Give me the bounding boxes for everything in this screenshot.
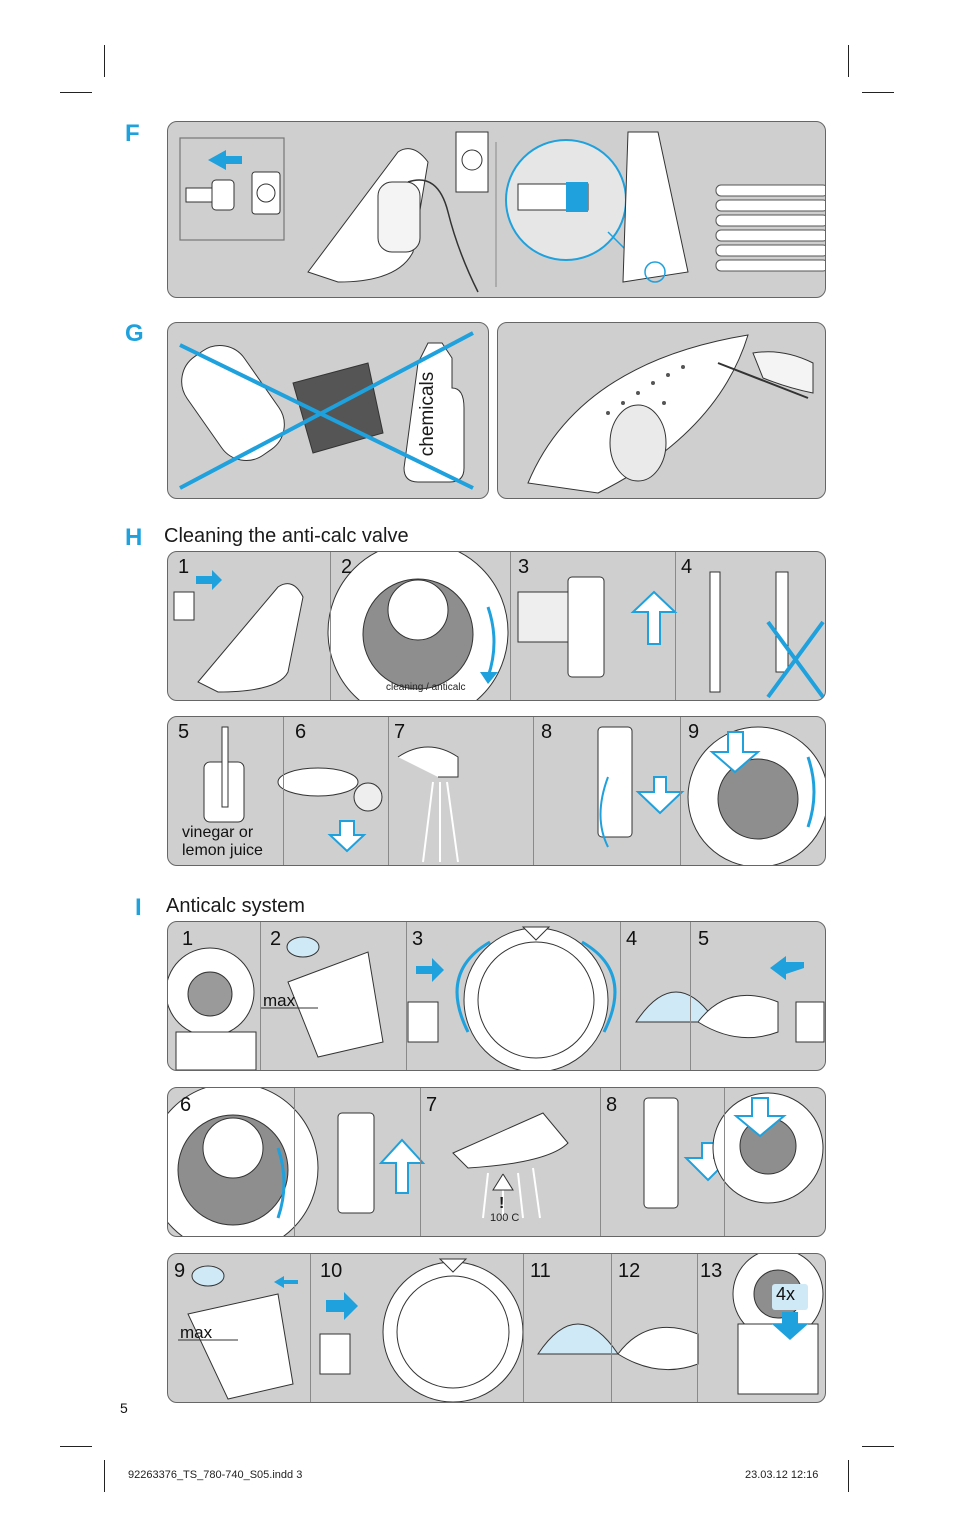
- section-g-letter: G: [125, 320, 144, 347]
- section-g-panel-left: chemicals: [167, 322, 489, 499]
- socket-icon: [455, 131, 489, 193]
- i-step-3: 3: [412, 928, 424, 950]
- crop-mark: [104, 45, 105, 77]
- i-step-1: 1: [182, 928, 194, 950]
- section-g-panel-right: [497, 322, 826, 499]
- anticalc-system-row1: [168, 926, 825, 1070]
- section-h-row2: 5 6 7 8 9 vinegar or lemon juice: [167, 716, 826, 866]
- no-chemicals-illustration: [179, 331, 474, 490]
- footer-file: 92263376_TS_780-740_S05.indd 3: [128, 1469, 303, 1481]
- arrow-left-icon: [208, 150, 242, 170]
- sponge-icon: [292, 362, 384, 454]
- i-step-13: 13: [700, 1260, 723, 1282]
- chemical-bottle-icon: [403, 342, 465, 483]
- section-i-row2: 6 7 8 ! 100 C: [167, 1087, 826, 1237]
- iron-fill-icon: [287, 951, 384, 1058]
- jug-icon: [191, 1265, 225, 1287]
- section-i-letter: I: [135, 894, 142, 921]
- section-f-panel: [167, 121, 826, 298]
- crop-mark: [848, 1460, 849, 1492]
- crop-mark: [862, 92, 894, 93]
- toothpick-icon: [717, 362, 809, 399]
- i-step-7: 7: [426, 1094, 438, 1116]
- i-step-8: 8: [606, 1094, 618, 1116]
- crop-mark: [848, 45, 849, 77]
- i-step-10: 10: [320, 1260, 343, 1282]
- anticalc-valve-row2: [203, 726, 825, 865]
- steam-burst-icon: [537, 1323, 619, 1355]
- h-step-1: 1: [178, 556, 190, 578]
- h-step-6: 6: [295, 721, 307, 743]
- h-step-3: 3: [518, 556, 530, 578]
- temperature-label: 100 C: [490, 1212, 520, 1224]
- section-f-letter: F: [125, 120, 140, 147]
- section-h-letter: H: [125, 524, 143, 551]
- cross-icon: [179, 343, 474, 490]
- cloth-icon: [609, 404, 667, 482]
- anticalc-system-row3: [178, 1254, 824, 1402]
- hand-icon: [752, 351, 814, 394]
- warning-icon: [492, 1173, 514, 1191]
- arrow-up-icon: [630, 590, 678, 645]
- powder-bottle-icon: [181, 345, 285, 461]
- iron-fill-icon: [187, 1293, 294, 1400]
- i-step-12: 12: [618, 1260, 641, 1282]
- i-step-11: 11: [530, 1260, 551, 1282]
- i-step-9: 9: [174, 1260, 186, 1282]
- i-step-2: 2: [270, 928, 282, 950]
- max-label: max: [263, 991, 296, 1010]
- h-step-7: 7: [394, 721, 406, 743]
- crop-mark: [60, 92, 92, 93]
- tap-icon: [397, 746, 459, 778]
- soleplate-cleaning-illustration: [527, 334, 814, 494]
- footer-date: 23.03.12 12:16: [745, 1469, 819, 1481]
- max-label: max: [180, 1323, 213, 1342]
- dial-label: cleaning / anticalc: [386, 682, 466, 693]
- section-h-row1: 1 2 3 4 cleaning / anticalc: [167, 551, 826, 701]
- crop-mark: [862, 1446, 894, 1447]
- iron-upright-icon: [622, 131, 689, 283]
- warning-mark: !: [499, 1195, 505, 1212]
- h-step-8: 8: [541, 721, 553, 743]
- section-f-illustration: [179, 131, 825, 293]
- vinegar-caption-line1: vinegar or: [182, 824, 254, 841]
- h-step-4: 4: [681, 556, 693, 578]
- iron-icon: [452, 1112, 569, 1169]
- chemicals-label: chemicals: [417, 371, 439, 457]
- hand-icon: [377, 181, 421, 253]
- anticalc-valve-row1: [173, 552, 825, 700]
- page-number: 5: [120, 1400, 128, 1416]
- section-h-title: Cleaning the anti-calc valve: [164, 525, 409, 547]
- i-step-6: 6: [180, 1094, 192, 1116]
- vinegar-caption-line2: lemon juice: [182, 842, 263, 859]
- crop-mark: [104, 1460, 105, 1492]
- section-i-title: Anticalc system: [166, 895, 305, 917]
- i-step-5: 5: [698, 928, 710, 950]
- section-i-row1: 1 2 3 4 5 max: [167, 921, 826, 1071]
- i-step-4: 4: [626, 928, 638, 950]
- crop-mark: [60, 1446, 92, 1447]
- section-i-row3: 9 10 11 12 13 max 4x: [167, 1253, 826, 1403]
- brush-icon: [277, 767, 359, 797]
- h-step-9: 9: [688, 721, 700, 743]
- anticalc-system-row2: [168, 1088, 824, 1236]
- h-step-5: 5: [178, 721, 190, 743]
- h-step-2: 2: [341, 556, 353, 578]
- repeat-label: 4x: [776, 1284, 796, 1304]
- socket-icon: [251, 171, 281, 215]
- jug-icon: [286, 936, 320, 958]
